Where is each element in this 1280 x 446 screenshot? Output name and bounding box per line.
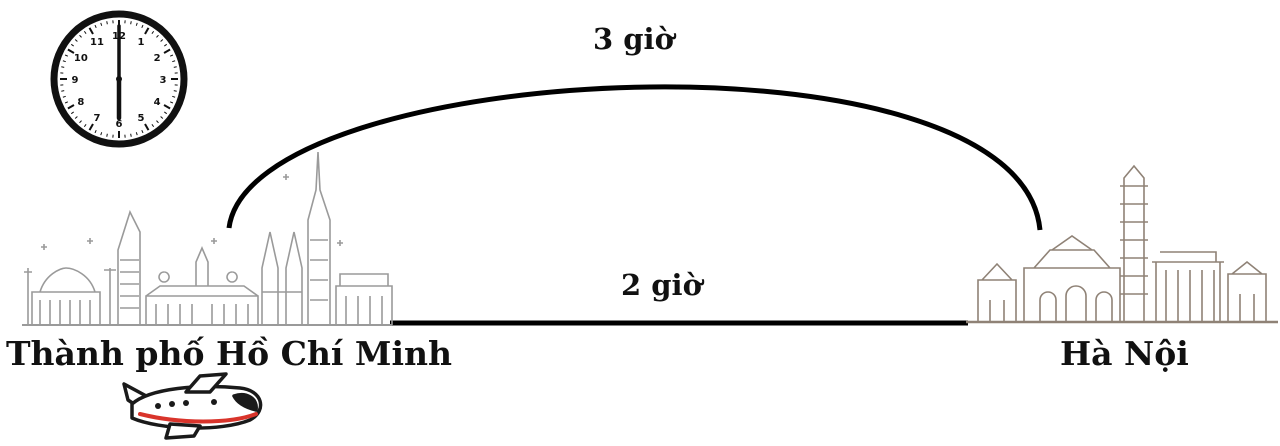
clock-tick (100, 22, 103, 26)
clock-tick (173, 90, 177, 92)
clock-tick (64, 54, 69, 57)
destination-city-label: Hà Nội (1060, 334, 1189, 373)
clock-tick (163, 104, 171, 110)
clock-tick (141, 129, 144, 134)
clock-tick (163, 48, 171, 54)
clock-tick (74, 39, 78, 42)
clock-tick (83, 124, 87, 128)
clock-tick (141, 24, 144, 29)
clock-tick (135, 132, 138, 136)
clock-tick (172, 95, 176, 98)
clock-tick (130, 133, 132, 137)
clock-tick (88, 123, 94, 131)
clock-tick (79, 34, 82, 38)
airplane-window (155, 403, 161, 409)
clock-numeral: 2 (154, 53, 161, 64)
clock-numeral: 5 (138, 113, 145, 124)
clock-tick (64, 101, 69, 104)
clock-numeral: 6 (116, 119, 123, 130)
hanoi-landmarks-icon (966, 164, 1278, 324)
clock-tick (160, 39, 164, 42)
arc-route-line (226, 84, 1043, 231)
clock-numeral: 4 (154, 97, 161, 108)
clock-tick (164, 43, 168, 47)
clock-tick (173, 66, 177, 68)
clock-tick (106, 21, 108, 25)
clock-tick (160, 116, 164, 119)
clock-tick (79, 120, 82, 124)
clock-tick (100, 132, 103, 136)
clock-tick (62, 95, 66, 98)
clock-tick (135, 22, 138, 26)
clock-tick (169, 54, 174, 57)
airplane-cockpit (232, 393, 258, 412)
clock-tick (61, 90, 65, 92)
clock-ticks (60, 20, 178, 138)
clock-tick (156, 120, 159, 124)
clock-tick (144, 27, 150, 35)
clock-numeral: 10 (74, 53, 88, 64)
clock-numeral: 3 (160, 75, 167, 86)
arc-duration-label: 3 giờ (593, 22, 674, 56)
clock-tick (61, 66, 65, 68)
clock-tick (83, 30, 87, 34)
clock-tick (88, 27, 94, 35)
airplane-stripe (138, 412, 258, 424)
clock-tick (151, 30, 155, 34)
airplane-window (169, 401, 175, 407)
clock-tick (67, 48, 75, 54)
clock-tick (130, 21, 132, 25)
clock-tick (164, 111, 168, 115)
clock-tick (156, 34, 159, 38)
airplane-wing-top (184, 372, 228, 394)
clock-tick (106, 133, 108, 137)
clock-numeral: 9 (72, 75, 79, 86)
airplane-window (183, 400, 189, 406)
clock-tick (70, 111, 74, 115)
clock-tick (94, 129, 97, 134)
clock-tick (70, 43, 74, 47)
clock-tick (74, 116, 78, 119)
clock-numeral: 7 (94, 113, 101, 124)
clock-numeral: 8 (77, 97, 84, 108)
clock-tick (67, 104, 75, 110)
clock-tick (94, 24, 97, 29)
clock-tick (144, 123, 150, 131)
airplane-icon (122, 372, 263, 440)
clock-tick (169, 101, 174, 104)
clock-numeral: 11 (90, 37, 104, 48)
clock-tick (151, 124, 155, 128)
clock-center (116, 76, 122, 82)
clock-tick (62, 60, 66, 63)
clock-icon: 121234567891011 (50, 10, 188, 148)
clock-tick (172, 60, 176, 63)
clock-numeral: 1 (138, 37, 145, 48)
origin-city-label: Thành phố Hồ Chí Minh (6, 334, 452, 373)
straight-duration-label: 2 giờ (621, 268, 702, 302)
airplane-wing-bottom (164, 422, 202, 440)
hcmc-skyline-icon (22, 151, 393, 326)
airplane-window (211, 399, 217, 405)
